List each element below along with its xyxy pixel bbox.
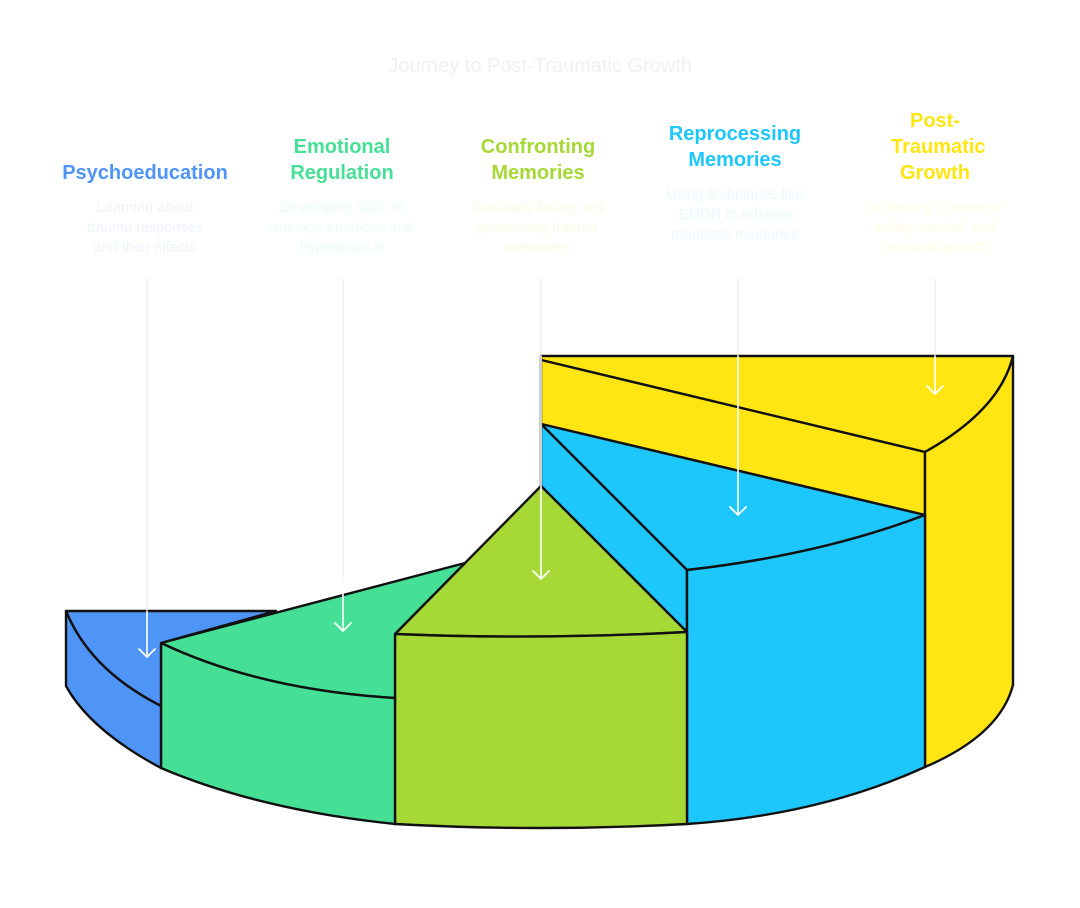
- stage-title: Emotional Regulation: [290, 136, 394, 184]
- arrow-reprocessing-memories: [729, 278, 747, 516]
- arrow-down-icon: [334, 622, 352, 632]
- stage-title: Reprocessing Memories: [668, 123, 802, 171]
- arrow-down-icon: [926, 385, 944, 395]
- stage-description: Gradually facing and processing trauma m…: [471, 200, 605, 256]
- stage-title: Confronting Memories: [480, 136, 596, 184]
- segment-post-traumatic-growth: [539, 354, 1015, 769]
- lime-front-face: [393, 630, 689, 830]
- diagram-title: Journey to Post-Traumatic Growth: [388, 55, 692, 77]
- stage-description: Using techniques like EMDR to reframe tr…: [666, 187, 804, 243]
- stage-title: Post-Traumatic Growth: [891, 110, 986, 184]
- stage-label-psychoeducation: Psychoeducation Learning about trauma re…: [45, 160, 245, 258]
- arrow-down-icon: [729, 506, 747, 516]
- stage-label-emotional-regulation: Emotional Regulation Developing skills t…: [262, 134, 422, 258]
- segment-psychoeducation: [64, 609, 278, 770]
- arrow-down-icon: [532, 570, 550, 580]
- arrow-confronting-memories: [532, 278, 550, 580]
- stage-label-reprocessing-memories: Reprocessing Memories Using techniques l…: [655, 121, 815, 245]
- stage-description: Learning about trauma responses and thei…: [86, 200, 204, 256]
- arrow-emotional-regulation: [334, 278, 352, 632]
- blue-front-face: [64, 609, 163, 770]
- stage-description: Achieving a sense of safety, control, an…: [868, 200, 1002, 256]
- stage-label-post-traumatic-growth: Post-Traumatic Growth Achieving a sense …: [855, 108, 1015, 258]
- cyan-front-face: [685, 513, 927, 826]
- arrow-down-icon: [138, 648, 156, 658]
- green-front-face: [159, 641, 397, 826]
- arrow-post-traumatic-growth: [926, 278, 944, 395]
- segment-reprocessing-memories: [539, 422, 927, 826]
- segment-emotional-regulation: [159, 561, 467, 826]
- stage-title: Psychoeducation: [62, 162, 228, 184]
- stage-label-confronting-memories: Confronting Memories Gradually facing an…: [458, 134, 618, 258]
- yellow-front-face: [923, 354, 1015, 769]
- stage-description: Developing skills to manage emotions and…: [270, 200, 414, 256]
- arrow-psychoeducation: [138, 278, 156, 658]
